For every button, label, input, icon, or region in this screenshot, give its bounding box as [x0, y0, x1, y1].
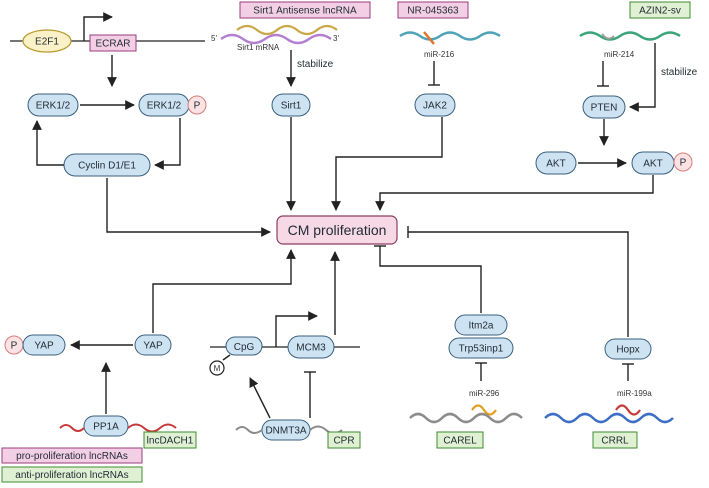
dnmt3a-label: DNMT3A: [265, 426, 306, 437]
trp53inp1-label: Trp53inp1: [459, 344, 504, 355]
pyap-label: YAP: [34, 341, 54, 352]
mir199a-label: miR-199a: [617, 389, 652, 398]
yap-node: [134, 334, 172, 356]
nr045363-box: [397, 1, 469, 19]
erk-left-label: ERK1/2: [36, 101, 71, 112]
legend-pro-box: [1, 447, 143, 464]
hopx-node: [604, 338, 652, 360]
cm-proliferation-box: [276, 215, 398, 245]
cpr-rna-left: [235, 426, 263, 434]
lncdach1-box: [143, 431, 197, 449]
legend-pro-label: pro-proliferation lncRNAs: [16, 451, 128, 462]
azin2-stabilize-arrow: [629, 43, 656, 112]
crrl-label: CRRL: [601, 436, 629, 447]
crrl-box: [592, 431, 638, 449]
hopx-to-cm-line: [408, 231, 629, 337]
jak2-label: JAK2: [423, 101, 447, 112]
ecrar-promoter-arrow: [83, 12, 113, 41]
nr045363-label: NR-045363: [407, 6, 459, 17]
pten-label: PTEN: [591, 103, 618, 114]
mcm3-node: [287, 335, 335, 359]
erk-phospho-label: P: [194, 101, 201, 112]
cyclin-to-cm-arrow: [106, 178, 271, 237]
akt-node-left: [535, 151, 577, 175]
carel-label: CAREL: [443, 436, 477, 447]
carel-box: [436, 431, 484, 449]
stabilize-label-2: stabilize: [661, 67, 698, 78]
erk-node-left: [27, 93, 79, 117]
mcm3-label: MCM3: [296, 343, 326, 354]
sirt1-node: [271, 93, 311, 117]
akt-right-label: AKT: [643, 159, 662, 170]
e2f1-node: [22, 29, 72, 53]
itm2a-label: Itm2a: [468, 321, 493, 332]
sirt1-antisense-box: [239, 1, 371, 19]
mir214-label: miR-214: [604, 50, 635, 59]
cyclin-to-erk-arrow: [32, 120, 64, 166]
legend-anti-label: anti-proliferation lncRNAs: [15, 470, 128, 481]
jak2-node: [414, 93, 456, 117]
itm2a-node: [454, 314, 508, 336]
antisense-rna-strand: [236, 24, 338, 36]
sirt1-label: Sirt1: [281, 101, 302, 112]
jak2-to-cm-arrow: [331, 117, 443, 211]
cpg-label: CpG: [234, 342, 255, 353]
lncdach1-rna-left: [59, 424, 85, 432]
mir214-strand: [601, 33, 615, 40]
five-prime-label: 5': [211, 34, 217, 43]
akt-phospho-circle: [673, 152, 693, 172]
ecrar-label: ECRAR: [95, 39, 130, 50]
stabilize-label-1: stabilize: [297, 59, 334, 70]
crrl-rna-strand: [544, 412, 674, 424]
perk-to-cyclin-arrow: [154, 118, 181, 170]
mir216-label: miR-216: [424, 50, 455, 59]
yap-to-cm-arrow: [152, 249, 296, 333]
carel-target-line: [379, 246, 482, 313]
e2f1-label: E2F1: [35, 37, 59, 48]
erk-right-label: ERK1/2: [147, 101, 182, 112]
three-prime-label: 3': [333, 34, 339, 43]
yap-label: YAP: [143, 341, 163, 352]
trp53inp1-node: [448, 337, 514, 359]
pp1a-node: [83, 415, 129, 437]
akt-to-cm-arrow: [375, 175, 654, 211]
lncdach1-rna-right: [127, 423, 177, 433]
sirt1-mrna-strand: [220, 33, 332, 45]
mir296-label: miR-296: [469, 389, 500, 398]
mcm3-promoter-arrow: [275, 311, 318, 347]
akt-left-label: AKT: [546, 159, 565, 170]
azin2-label: AZIN2-sv: [639, 6, 681, 17]
hopx-label: Hopx: [616, 345, 639, 356]
lncdach1-label: lncDACH1: [147, 436, 194, 447]
dnmt3a-to-cpg-arrow: [249, 377, 271, 419]
cpr-label: CPR: [333, 436, 354, 447]
cm-proliferation-label: CM proliferation: [288, 222, 387, 238]
erk-phospho-circle: [187, 95, 207, 115]
sirt1-antisense-label: Sirt1 Antisense lncRNA: [253, 6, 357, 17]
legend-anti-box: [1, 466, 143, 483]
mir296-strand: [471, 404, 497, 416]
cpg-node: [225, 336, 263, 356]
methyl-label: M: [214, 364, 221, 373]
pp1a-label: PP1A: [93, 422, 119, 433]
methyl-circle: [209, 360, 225, 376]
cpr-box: [327, 431, 361, 449]
akt-phospho-label: P: [680, 158, 687, 169]
azin2-rna-strand: [579, 31, 681, 41]
cyclin-label: Cyclin D1/E1: [78, 161, 136, 172]
pyap-node: [22, 334, 66, 356]
yap-phospho-label: P: [11, 341, 18, 352]
azin2-box: [629, 1, 691, 19]
mir216-strand: [423, 31, 435, 45]
ecrar-box: [89, 34, 137, 52]
sirt1-mrna-label: Sirt1 mRNA: [237, 43, 280, 52]
mir199a-strand: [615, 404, 641, 416]
nr045363-rna-strand: [399, 31, 501, 41]
carel-rna-strand: [409, 412, 523, 424]
methyl-connector: [222, 354, 231, 361]
pten-node: [582, 95, 626, 119]
